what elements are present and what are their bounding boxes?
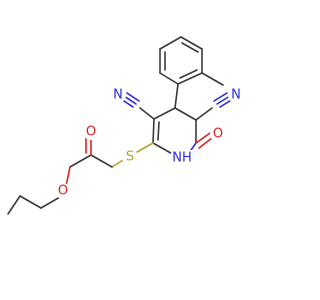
triple-bond bbox=[216, 95, 231, 105]
bond bbox=[174, 107, 197, 121]
bond bbox=[90, 154, 113, 168]
triple-bond bbox=[123, 95, 137, 105]
triple-bond bbox=[213, 92, 228, 102]
cyano-groups bbox=[120, 92, 234, 121]
bond bbox=[180, 36, 203, 50]
tolyl-ring bbox=[159, 36, 224, 86]
bond bbox=[136, 142, 154, 153]
bond bbox=[69, 154, 92, 168]
methyl-bond bbox=[201, 72, 224, 86]
triple-bond bbox=[126, 92, 140, 102]
bond bbox=[195, 107, 213, 121]
bond bbox=[7, 195, 21, 215]
bond bbox=[159, 36, 182, 50]
thioester-chain bbox=[7, 137, 154, 215]
ester-oxygen: O bbox=[58, 184, 68, 199]
bond bbox=[153, 107, 176, 120]
bond bbox=[152, 118, 155, 144]
bond bbox=[139, 107, 155, 120]
dihydropyridinone-ring bbox=[152, 83, 197, 158]
bond bbox=[181, 42, 199, 53]
sulfur-atom: S bbox=[126, 150, 134, 165]
ring-nh-label: NH bbox=[172, 151, 192, 166]
bond bbox=[159, 72, 179, 85]
bond bbox=[65, 166, 71, 187]
bond bbox=[177, 72, 203, 85]
ester-carbonyl-oxygen: O bbox=[86, 125, 96, 140]
bond bbox=[111, 159, 124, 168]
bond bbox=[195, 132, 211, 144]
nitrile-nitrogen-right: N bbox=[231, 88, 241, 103]
bond bbox=[157, 121, 160, 141]
nitrile-nitrogen-left: N bbox=[113, 88, 123, 103]
atom-labels: N N NH O S O O bbox=[55, 87, 244, 199]
bond bbox=[198, 137, 213, 149]
bond bbox=[179, 69, 198, 79]
bond bbox=[174, 83, 179, 109]
bond bbox=[19, 195, 42, 209]
carbonyl-oxygen: O bbox=[213, 127, 223, 142]
bond bbox=[40, 196, 61, 209]
molecule-structure: N N NH O S O O bbox=[7, 36, 244, 215]
bond bbox=[152, 142, 170, 153]
ring-carbonyl bbox=[195, 132, 213, 149]
